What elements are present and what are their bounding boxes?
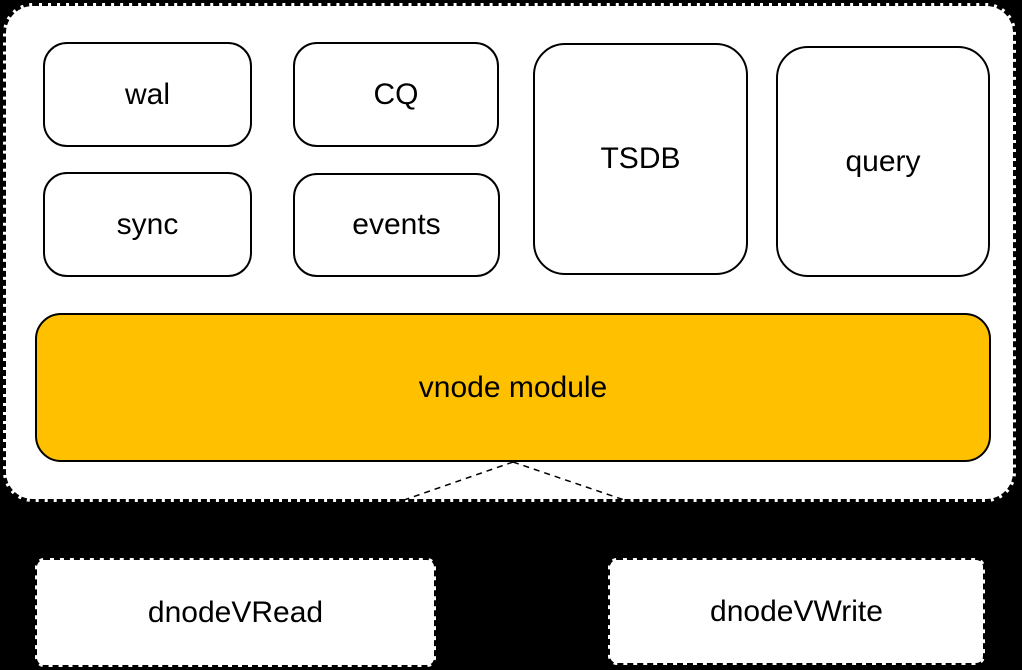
module-box-events: events [293,173,500,277]
module-label-cq: CQ [373,77,419,111]
module-label-events: events [352,208,441,241]
module-label-sync: sync [116,207,179,241]
module-box-query: query [776,46,990,277]
dnode-vread-box: dnodeVRead [35,558,436,667]
vnode-module-box: vnode module [35,313,991,462]
module-box-tsdb: TSDB [533,43,748,275]
vnode-module-label: vnode module [418,370,608,404]
module-label-tsdb: TSDB [600,142,681,175]
module-label-wal: wal [124,77,170,111]
module-label-query: query [845,144,921,178]
module-box-sync: sync [43,172,252,277]
dnode-vread-label: dnodeVRead [147,595,324,629]
dnode-vwrite-box: dnodeVWrite [608,558,985,665]
module-box-wal: wal [43,42,252,147]
module-box-cq: CQ [293,42,499,147]
dnode-vwrite-label: dnodeVWrite [710,594,883,628]
